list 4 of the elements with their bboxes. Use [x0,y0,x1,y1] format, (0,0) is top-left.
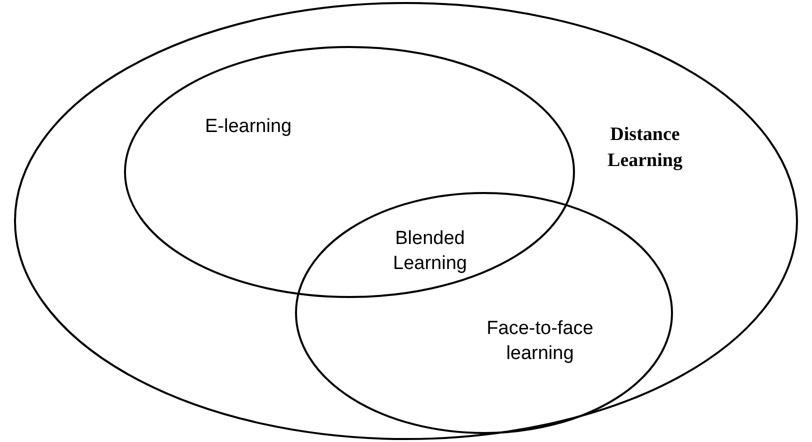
set-label: Face-to-face learning [486,317,594,366]
set-label: E-learning [205,115,293,139]
set-label: Distance Learning [606,123,684,173]
overlap-label: Blended Learning [392,227,468,276]
